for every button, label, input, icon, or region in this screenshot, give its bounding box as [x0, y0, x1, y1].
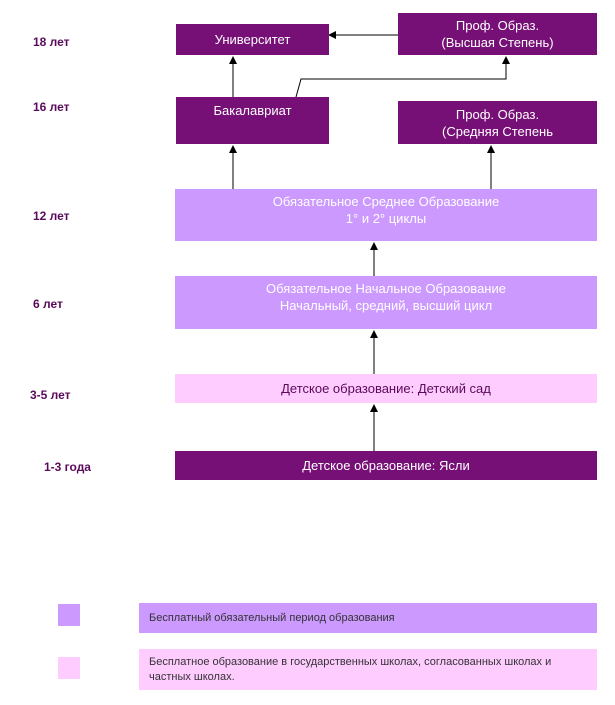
secondary-line2: 1° и 2° циклы — [345, 211, 427, 226]
age-label-6: 6 лет — [33, 297, 63, 311]
prof-higher-line1: Проф. Образ. — [455, 18, 540, 33]
primary-education-box: Обязательное Начальное Образование Начал… — [175, 276, 597, 329]
prof-middle-line1: Проф. Образ. — [455, 106, 540, 122]
primary-line1: Обязательное Начальное Образование — [266, 281, 506, 296]
age-label-16: 16 лет — [33, 100, 70, 114]
prof-higher-line2: (Высшая Степень) — [441, 35, 554, 50]
secondary-education-box: Обязательное Среднее Образование 1° и 2°… — [175, 189, 597, 241]
primary-line2: Начальный, средний, высший цикл — [279, 298, 493, 313]
legend-free-schools: Бесплатное образование в государственных… — [139, 649, 597, 690]
legend-mandatory-free-text: Бесплатный обязательный период образован… — [149, 611, 395, 624]
age-label-1-3: 1-3 года — [44, 460, 91, 474]
nursery-label: Детское образование: Ясли — [302, 458, 470, 473]
nursery-box: Детское образование: Ясли — [175, 451, 597, 480]
bachelor-label: Бакалавриат — [213, 103, 292, 118]
kindergarten-label: Детское образование: Детский сад — [281, 381, 491, 396]
secondary-line1: Обязательное Среднее Образование — [272, 194, 500, 209]
legend-mandatory-free: Бесплатный обязательный период образован… — [139, 603, 597, 633]
legend-free-schools-text: Бесплатное образование в государственных… — [149, 655, 552, 683]
age-label-3-5: 3-5 лет — [30, 388, 71, 402]
age-label-12: 12 лет — [33, 209, 70, 223]
university-label: Университет — [214, 32, 291, 47]
age-label-18: 18 лет — [33, 35, 70, 49]
prof-middle-box: Проф. Образ. (Средняя Степень — [398, 101, 597, 144]
prof-higher-box: Проф. Образ. (Высшая Степень) — [398, 13, 597, 55]
legend-swatch-lilac — [58, 604, 80, 626]
university-box: Университет — [176, 24, 329, 55]
legend-swatch-pink — [58, 657, 80, 679]
prof-middle-line2: (Средняя Степень — [442, 123, 553, 139]
bachelor-box: Бакалавриат — [176, 97, 329, 144]
kindergarten-box: Детское образование: Детский сад — [175, 374, 597, 403]
arrow-bachelor-to-prof-higher — [295, 56, 510, 98]
